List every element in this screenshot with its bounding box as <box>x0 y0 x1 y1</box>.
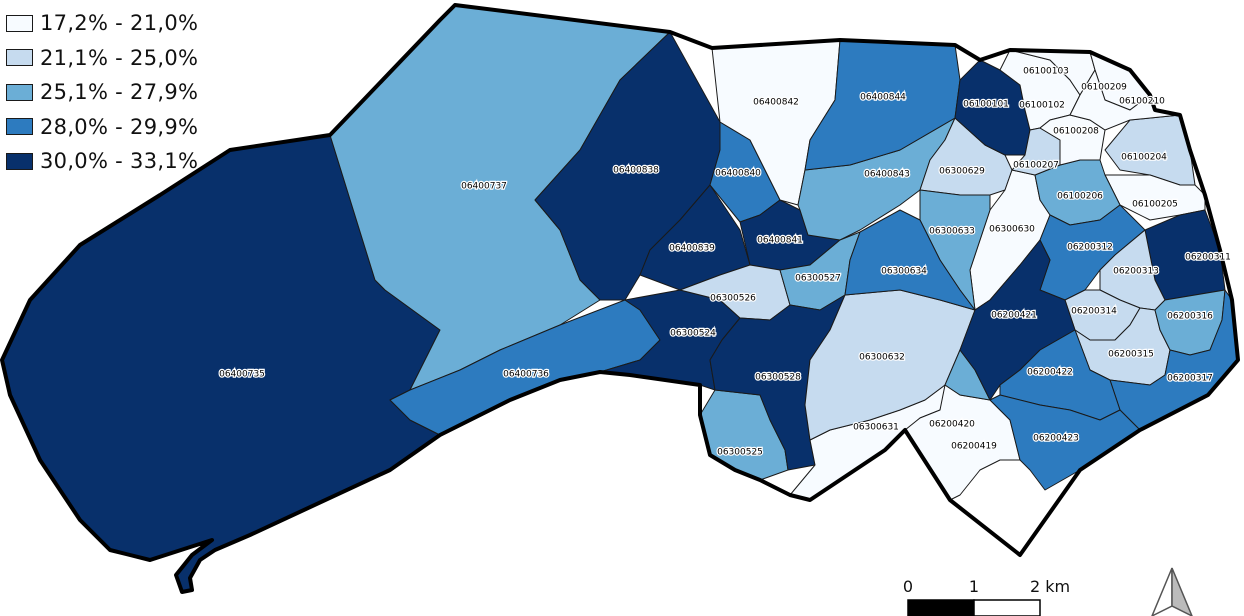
legend-item: 28,0% - 29,9% <box>6 110 198 145</box>
region-label-06200315: 06200315 <box>1108 350 1154 360</box>
region-label-06400844: 06400844 <box>860 93 906 103</box>
region-label-06200420: 06200420 <box>929 420 975 430</box>
region-label-06200423: 06200423 <box>1033 434 1079 444</box>
north-arrow-icon <box>1151 567 1193 616</box>
district-boundary <box>0 3 1240 594</box>
legend-swatch <box>6 118 33 136</box>
region-label-06100206: 06100206 <box>1057 192 1103 202</box>
legend-swatch <box>6 83 33 101</box>
region-label-06200316: 06200316 <box>1167 312 1213 322</box>
legend-label: 17,2% - 21,0% <box>40 11 199 36</box>
region-label-06400842: 06400842 <box>753 98 799 108</box>
region-label-06200317: 06200317 <box>1167 374 1213 384</box>
scale-tick-2: 2 km <box>1030 577 1070 596</box>
region-label-06100208: 06100208 <box>1053 127 1099 137</box>
region-label-06400737: 06400737 <box>461 182 507 192</box>
region-label-06200313: 06200313 <box>1113 267 1159 277</box>
legend-item: 25,1% - 27,9% <box>6 75 198 110</box>
region-label-06400840: 06400840 <box>715 169 761 179</box>
scale-bar: 0 1 2 km <box>903 577 1070 616</box>
region-label-06300629: 06300629 <box>939 167 985 177</box>
legend-label: 21,1% - 25,0% <box>40 45 199 70</box>
region-label-06300527: 06300527 <box>795 274 841 284</box>
region-label-06100102: 06100102 <box>1019 101 1065 111</box>
region-label-06400843: 06400843 <box>864 170 910 180</box>
region-label-06400839: 06400839 <box>669 244 715 254</box>
region-label-06300632: 06300632 <box>859 353 905 363</box>
region-label-06100209: 06100209 <box>1081 83 1127 93</box>
legend: 17,2% - 21,0% 21,1% - 25,0% 25,1% - 27,9… <box>6 6 198 179</box>
region-label-06300633: 06300633 <box>929 227 975 237</box>
legend-swatch <box>6 14 33 32</box>
region-06100208 <box>1039 114 1106 166</box>
region-06400844 <box>804 39 961 171</box>
map-labels: 06400735 06400737 06400736 06400838 06400839… <box>218 65 1232 458</box>
region-label-06100207: 06100207 <box>1013 161 1059 171</box>
region-label-06100103: 06100103 <box>1023 67 1069 77</box>
region-label-06400736: 06400736 <box>503 370 549 380</box>
region-label-06100205: 06100205 <box>1132 200 1178 210</box>
legend-item: 21,1% - 25,0% <box>6 41 198 76</box>
region-label-06300526: 06300526 <box>710 294 756 304</box>
region-label-06200422: 06200422 <box>1027 368 1073 378</box>
region-label-06200311: 06200311 <box>1185 253 1231 263</box>
region-label-06100101: 06100101 <box>963 100 1009 110</box>
region-label-06100210: 06100210 <box>1119 97 1165 107</box>
map-regions <box>1 4 1239 593</box>
region-label-06300630: 06300630 <box>989 225 1035 235</box>
region-label-06200419: 06200419 <box>951 442 997 452</box>
legend-item: 17,2% - 21,0% <box>6 6 198 41</box>
legend-swatch <box>6 152 33 170</box>
legend-label: 28,0% - 29,9% <box>40 114 199 139</box>
legend-label: 30,0% - 33,1% <box>40 149 199 174</box>
region-label-06100204: 06100204 <box>1121 153 1167 163</box>
region-label-06300524: 06300524 <box>670 329 716 339</box>
scale-tick-0: 0 <box>903 577 913 596</box>
region-label-06400841: 06400841 <box>757 236 803 246</box>
region-label-06400735: 06400735 <box>219 370 265 380</box>
region-label-06200312: 06200312 <box>1067 243 1113 253</box>
legend-swatch <box>6 49 33 67</box>
region-label-06300634: 06300634 <box>881 267 927 277</box>
region-label-06200421: 06200421 <box>991 311 1037 321</box>
region-label-06300631: 06300631 <box>853 423 899 433</box>
legend-item: 30,0% - 33,1% <box>6 144 198 179</box>
region-label-06200314: 06200314 <box>1071 307 1117 317</box>
region-label-06300528: 06300528 <box>755 373 801 383</box>
legend-label: 25,1% - 27,9% <box>40 80 199 105</box>
region-label-06400838: 06400838 <box>613 166 659 176</box>
scale-tick-1: 1 <box>969 577 979 596</box>
region-label-06300525: 06300525 <box>717 448 763 458</box>
